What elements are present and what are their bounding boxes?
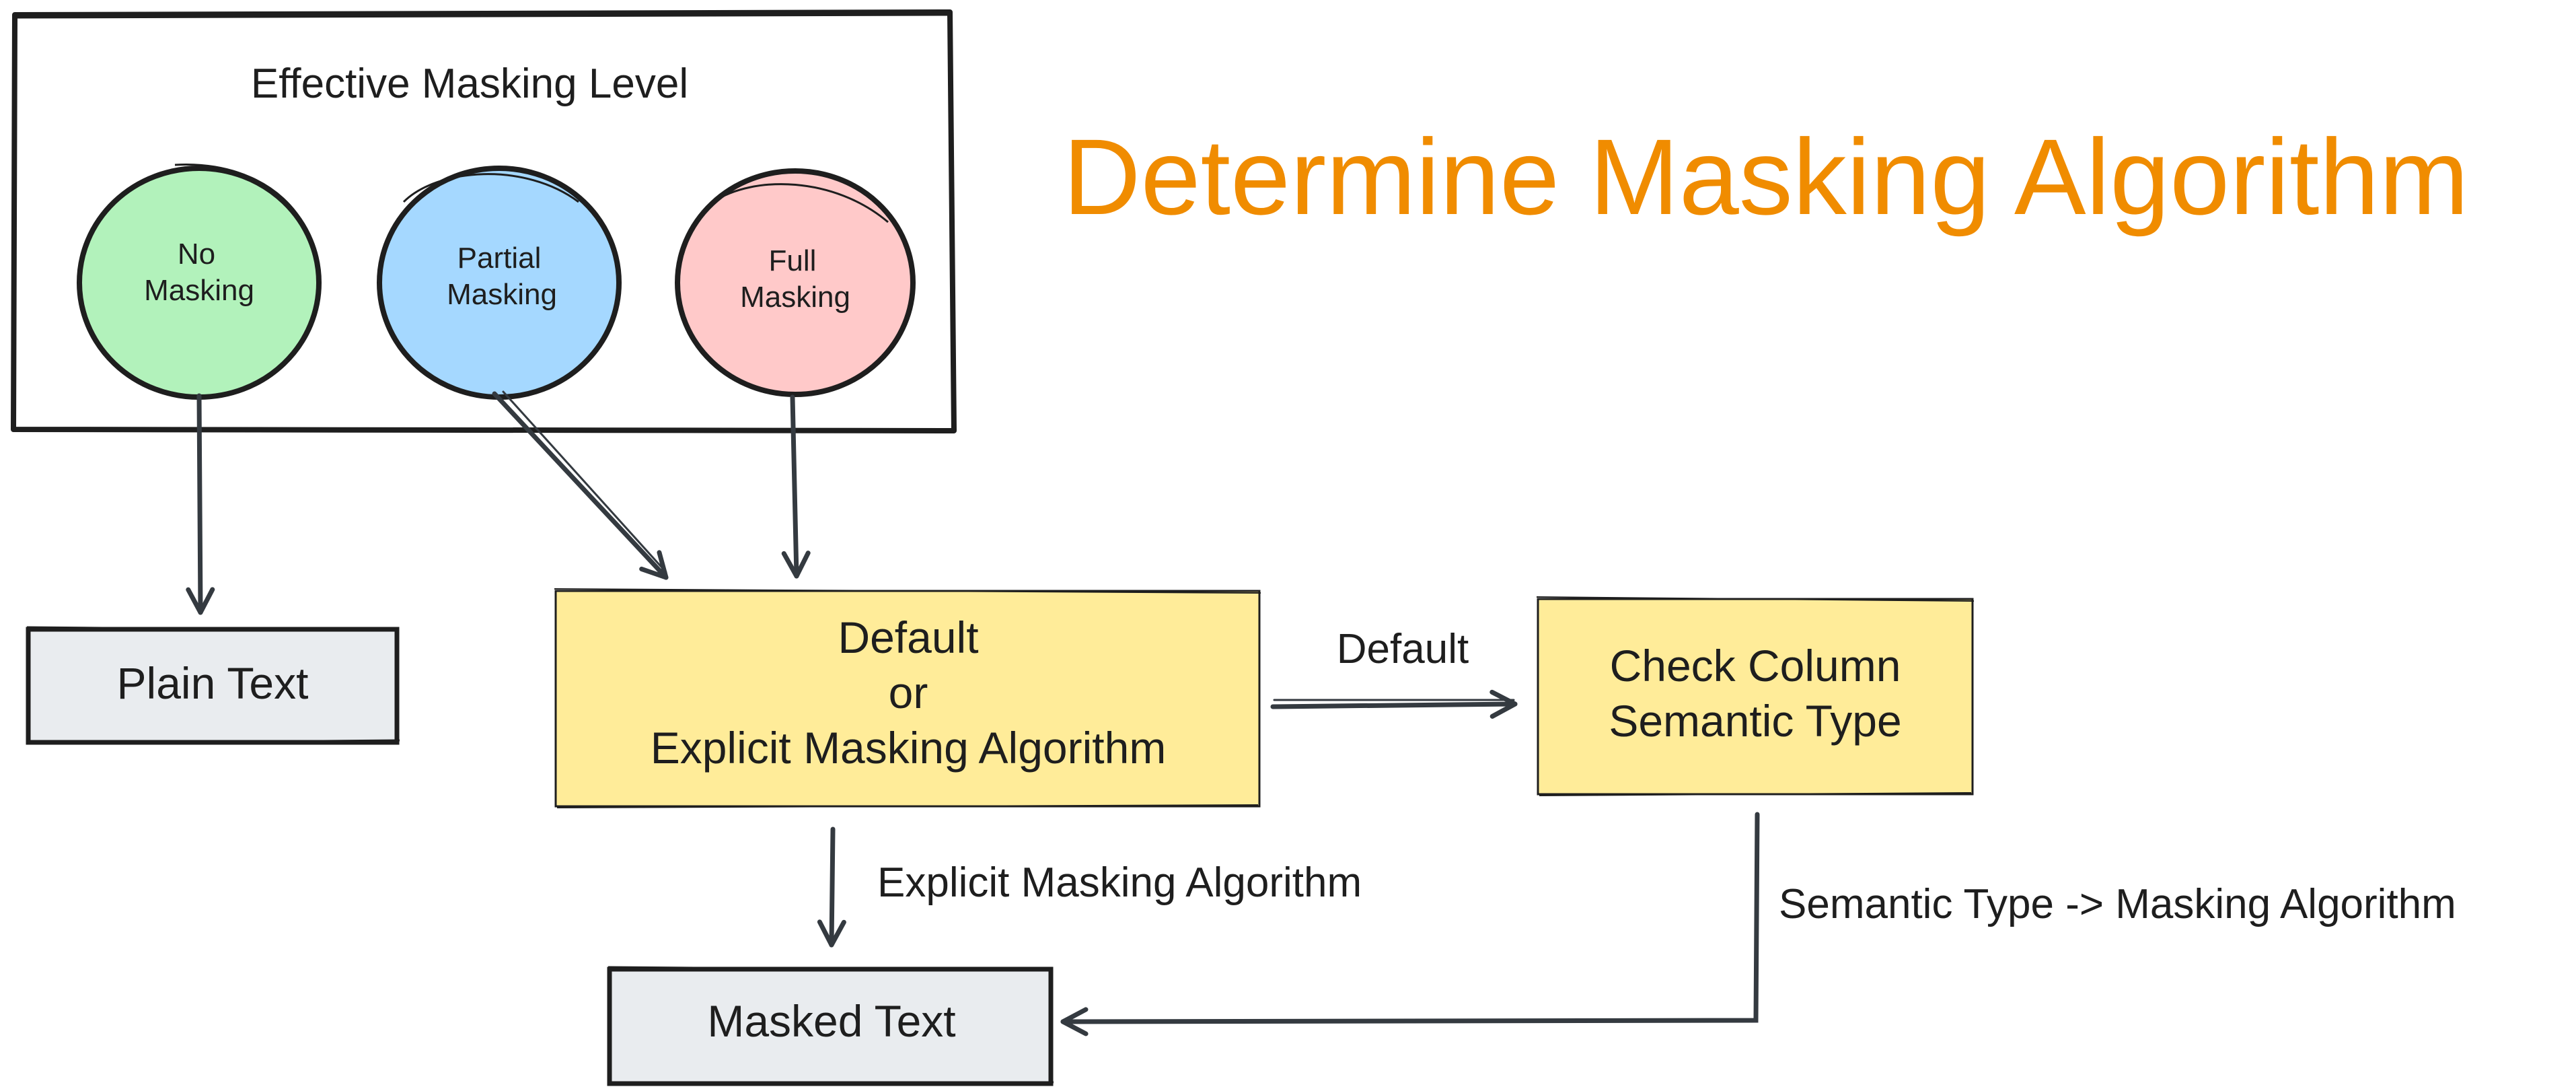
node-plain-text: Plain Text — [26, 626, 400, 745]
node-masked-text: Masked Text — [607, 966, 1054, 1086]
node-plain-text-label: Plain Text — [117, 658, 309, 708]
level-partial-masking: Partial Masking — [377, 166, 622, 400]
node-masking-algorithm-line3: Explicit Masking Algorithm — [651, 723, 1167, 773]
edge-full-masking-to-algorithm — [781, 394, 811, 579]
edge-algorithm-to-masked-text — [817, 826, 846, 948]
diagram-title: Determine Masking Algorithm — [1063, 116, 2469, 237]
level-full-masking-line2: Masking — [740, 281, 850, 314]
edge-label-semantic-to-algorithm: Semantic Type -> Masking Algorithm — [1779, 881, 2456, 927]
node-semantic-type: Check Column Semantic Type — [1536, 596, 1975, 796]
node-masked-text-label: Masked Text — [707, 996, 955, 1046]
level-full-masking: Full Masking — [675, 168, 916, 397]
level-no-masking-line1: No — [178, 238, 215, 271]
level-partial-masking-line1: Partial — [457, 242, 542, 275]
level-no-masking: No Masking — [77, 163, 322, 400]
edge-no-masking-to-plain-text — [186, 393, 215, 615]
node-semantic-type-line2: Semantic Type — [1609, 696, 1901, 746]
edge-semantic-to-masked-text — [1060, 812, 1760, 1036]
node-masking-algorithm-line1: Default — [838, 612, 978, 662]
node-masking-algorithm: Default or Explicit Masking Algorithm — [554, 588, 1261, 808]
edge-label-explicit: Explicit Masking Algorithm — [877, 859, 1362, 906]
masking-level-group: Effective Masking Level No Masking Parti… — [11, 9, 957, 433]
node-masking-algorithm-line2: or — [889, 668, 928, 717]
edge-partial-masking-to-algorithm — [492, 391, 669, 580]
masking-level-group-label: Effective Masking Level — [251, 61, 688, 107]
masking-level-group-frame — [11, 9, 957, 433]
level-full-masking-line1: Full — [769, 244, 817, 277]
level-partial-masking-line2: Masking — [447, 278, 557, 311]
edge-algorithm-to-semantic — [1270, 689, 1518, 719]
node-semantic-type-line1: Check Column — [1610, 641, 1901, 691]
edge-label-default: Default — [1337, 626, 1469, 672]
level-no-masking-line2: Masking — [144, 274, 254, 307]
